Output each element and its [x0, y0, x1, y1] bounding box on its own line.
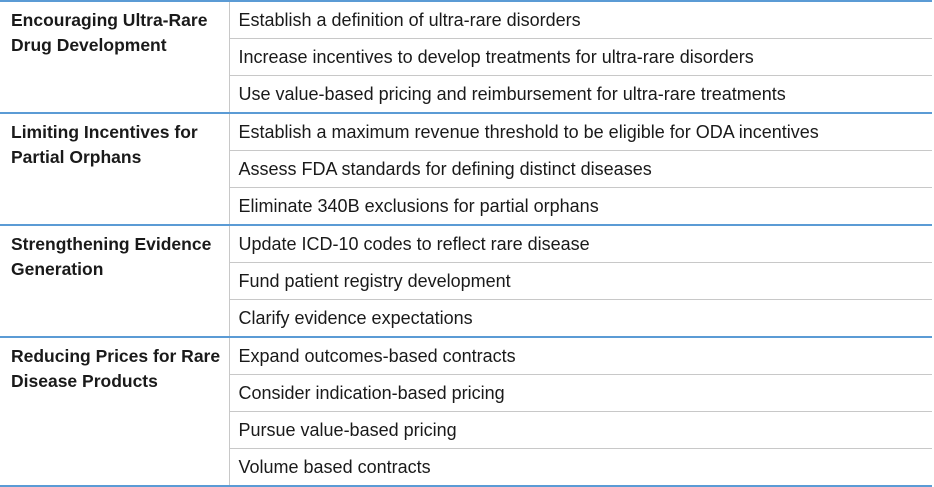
table-row: Increase incentives to develop treatment…: [0, 38, 932, 76]
table-row: Encouraging Ultra-Rare Drug Development …: [0, 1, 932, 113]
table-row: Pursue value-based pricing: [0, 411, 932, 449]
recommendation-cell: Fund patient registry development: [229, 262, 932, 300]
recommendation-cell: Assess FDA standards for defining distin…: [229, 150, 932, 188]
recommendation-cell: Consider indication-based pricing: [229, 374, 932, 412]
section-evidence-generation: Strengthening Evidence Generation Update…: [0, 225, 932, 337]
table-row: Clarify evidence expectations: [0, 300, 932, 338]
recommendation-cell: Establish a definition of ultra-rare dis…: [229, 1, 932, 39]
table-row: Volume based contracts: [0, 449, 932, 487]
recommendation-cell: Establish a maximum revenue threshold to…: [229, 113, 932, 151]
section-partial-orphans: Limiting Incentives for Partial Orphans …: [0, 113, 932, 225]
table-row: Eliminate 340B exclusions for partial or…: [0, 188, 932, 226]
category-cell: Encouraging Ultra-Rare Drug Development: [0, 1, 230, 113]
recommendation-cell: Pursue value-based pricing: [229, 411, 932, 449]
section-ultra-rare: Encouraging Ultra-Rare Drug Development …: [0, 1, 932, 113]
recommendation-cell: Expand outcomes-based contracts: [229, 337, 932, 375]
table-row: Strengthening Evidence Generation Update…: [0, 225, 932, 337]
table-row: Consider indication-based pricing: [0, 374, 932, 412]
recommendation-cell: Eliminate 340B exclusions for partial or…: [238, 196, 599, 216]
table-row: Limiting Incentives for Partial Orphans …: [0, 113, 932, 225]
section-reducing-prices: Reducing Prices for Rare Disease Product…: [0, 337, 932, 486]
table-row: Fund patient registry development: [0, 262, 932, 300]
recommendation-cell: Increase incentives to develop treatment…: [229, 38, 932, 76]
table-row: Use value-based pricing and reimbursemen…: [0, 76, 932, 114]
recommendation-cell: Clarify evidence expectations: [238, 308, 473, 328]
recommendation-cell: Use value-based pricing and reimbursemen…: [238, 84, 786, 104]
category-cell: Strengthening Evidence Generation: [0, 225, 230, 337]
recommendation-cell: Update ICD-10 codes to reflect rare dise…: [229, 225, 932, 263]
recommendation-cell: Volume based contracts: [238, 457, 431, 477]
table-row: Reducing Prices for Rare Disease Product…: [0, 337, 932, 486]
category-cell: Limiting Incentives for Partial Orphans: [0, 113, 230, 225]
category-cell: Reducing Prices for Rare Disease Product…: [0, 337, 230, 486]
table-row: Assess FDA standards for defining distin…: [0, 150, 932, 188]
